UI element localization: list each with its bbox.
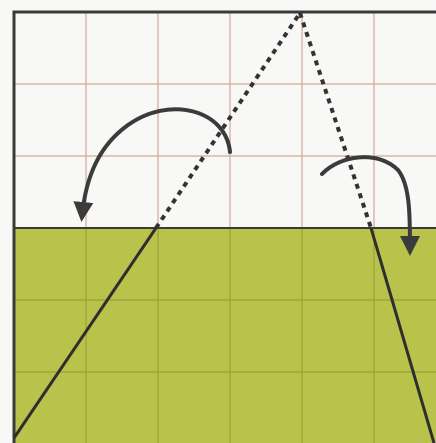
fold-line-right: [298, 12, 373, 229]
curved-arrow-down-left-icon: [73, 107, 232, 222]
curved-arrow-down-right-icon: [320, 155, 420, 256]
grid-frame: [12, 10, 436, 443]
grid-lower: [14, 228, 436, 443]
edge-right: [369, 227, 436, 443]
shaded-region: [14, 228, 436, 443]
fold-line-left: [154, 11, 302, 230]
edge-left: [12, 227, 158, 439]
